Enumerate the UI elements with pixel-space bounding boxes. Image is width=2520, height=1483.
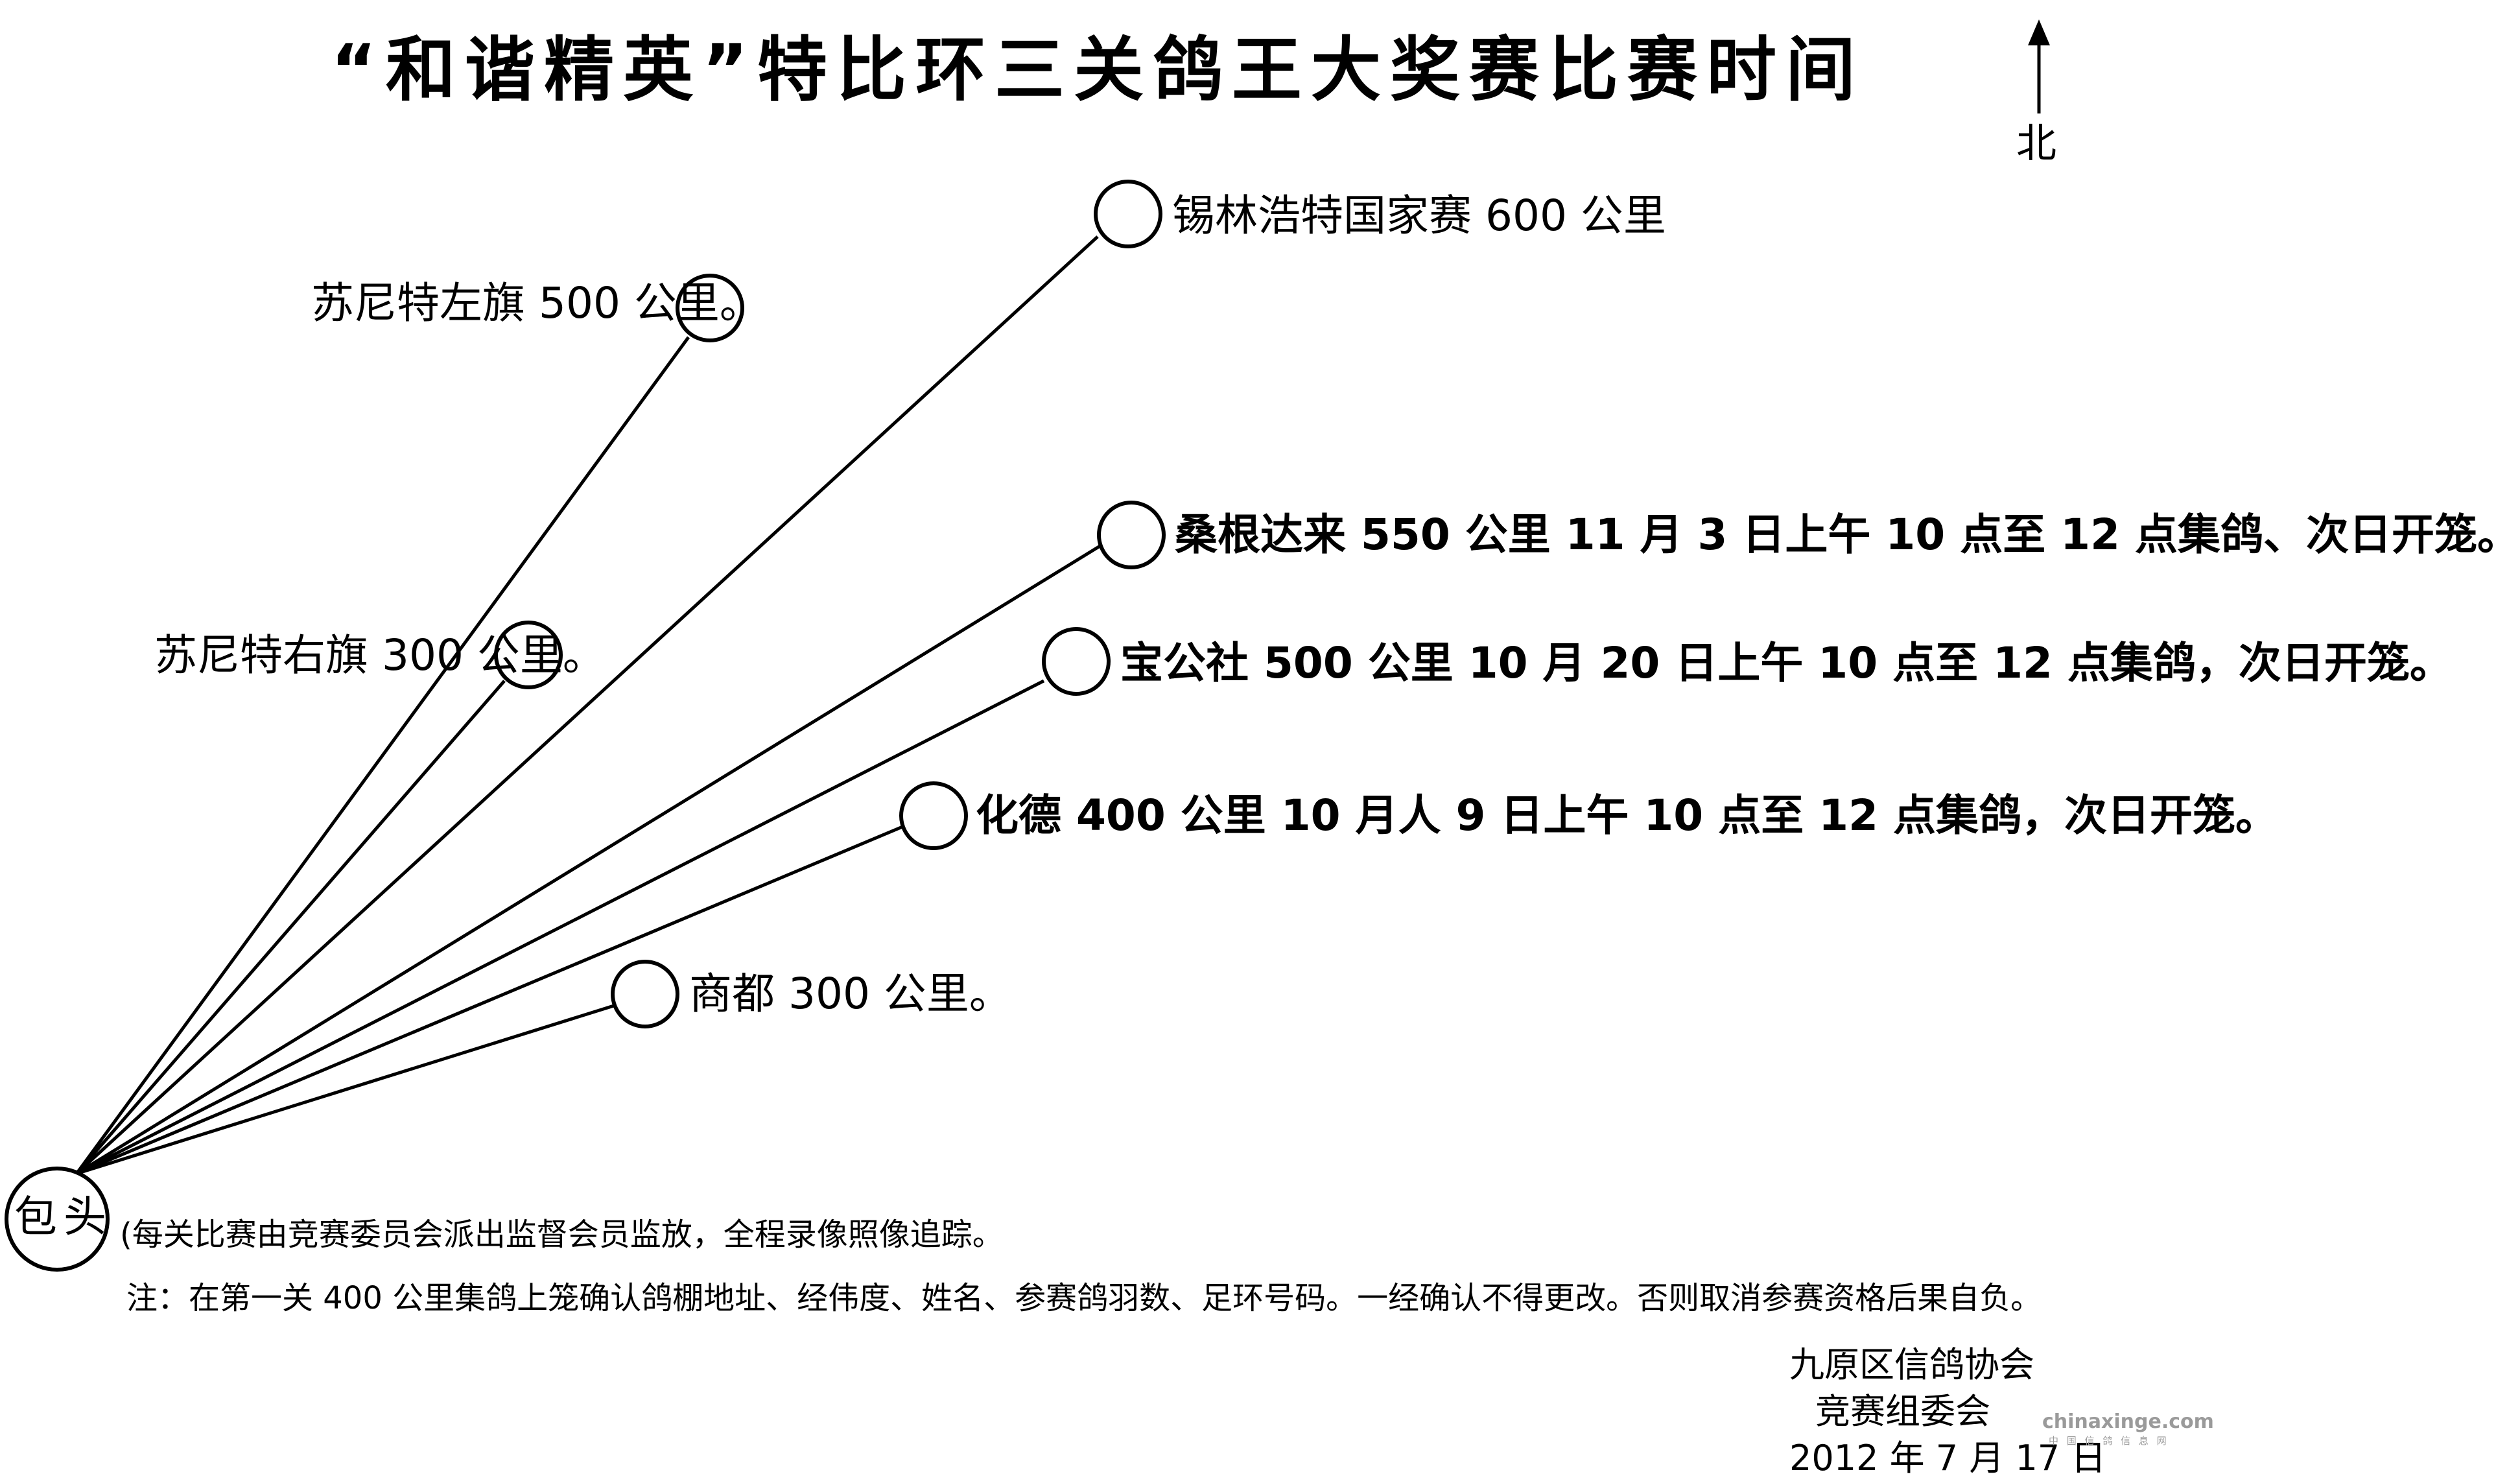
- north-arrow-icon: [2028, 19, 2050, 113]
- route-line-sunite-youqi: [75, 680, 506, 1175]
- route-line-baogongshe: [75, 679, 1045, 1176]
- watermark-subtext: 中 国 信 鸽 信 息 网: [2049, 1435, 2169, 1447]
- diagram-canvas: “和谐精英”特比环三关鸽王大奖赛比赛时间 北 锡林浩特国家赛 600 公里 苏尼…: [5, 19, 2520, 1478]
- route-line-sunite-zuoqi: [75, 336, 690, 1175]
- signature-committee: 竞赛组委会: [1815, 1391, 1990, 1432]
- station-label-sunite-youqi: 苏尼特右旗 300 公里。: [154, 630, 606, 680]
- station-node-sunite-youqi: [494, 621, 563, 689]
- station-label-shangdu: 商都 300 公里。: [689, 969, 1012, 1019]
- origin-label: 包头: [14, 1192, 113, 1242]
- station-node-shangdu: [611, 960, 679, 1028]
- station-label-sanggendalai: 桑根达来 550 公里 11 月 3 日上午 10 点至 12 点集鸽、次日开笼…: [1175, 510, 2520, 560]
- supervision-note: (每关比赛由竞赛委员会派出监督会员监放，全程录像照像追踪。: [120, 1216, 1004, 1253]
- station-label-huade: 化德 400 公里 10 月人 9 日上午 10 点至 12 点集鸽，次日开笼。: [976, 790, 2279, 840]
- station-node-sunite-zuoqi: [676, 274, 744, 342]
- station-label-xilinhaote: 锡林浩特国家赛 600 公里: [1172, 191, 1666, 241]
- signature-date: 2012 年 7 月 17 日: [1789, 1438, 2106, 1478]
- route-line-shangdu: [76, 1003, 617, 1176]
- station-node-sanggendalai: [1097, 501, 1166, 569]
- station-node-baogongshe: [1042, 627, 1111, 696]
- station-label-sunite-zuoqi: 苏尼特左旗 500 公里。: [311, 278, 762, 328]
- origin-node-baotou: [5, 1167, 110, 1272]
- route-line-xilinhaote: [75, 235, 1099, 1175]
- route-line-huade: [76, 825, 903, 1176]
- station-node-huade: [899, 781, 968, 850]
- signature-org: 九原区信鸽协会: [1789, 1344, 2034, 1385]
- watermark-text: chinaxinge.com: [2042, 1410, 2214, 1433]
- north-label: 北: [2016, 119, 2057, 167]
- route-diagram: [5, 19, 2050, 1272]
- station-label-baogongshe: 宝公社 500 公里 10 月 20 日上午 10 点至 12 点集鸽，次日开笼…: [1120, 638, 2453, 688]
- rule-note: 注：在第一关 400 公里集鸽上笼确认鸽棚地址、经伟度、姓名、参赛鸽羽数、足环号…: [126, 1280, 2042, 1316]
- route-line-sanggendalai: [75, 543, 1103, 1176]
- station-node-xilinhaote: [1094, 180, 1162, 248]
- page-title: “和谐精英”特比环三关鸽王大奖赛比赛时间: [331, 30, 1865, 111]
